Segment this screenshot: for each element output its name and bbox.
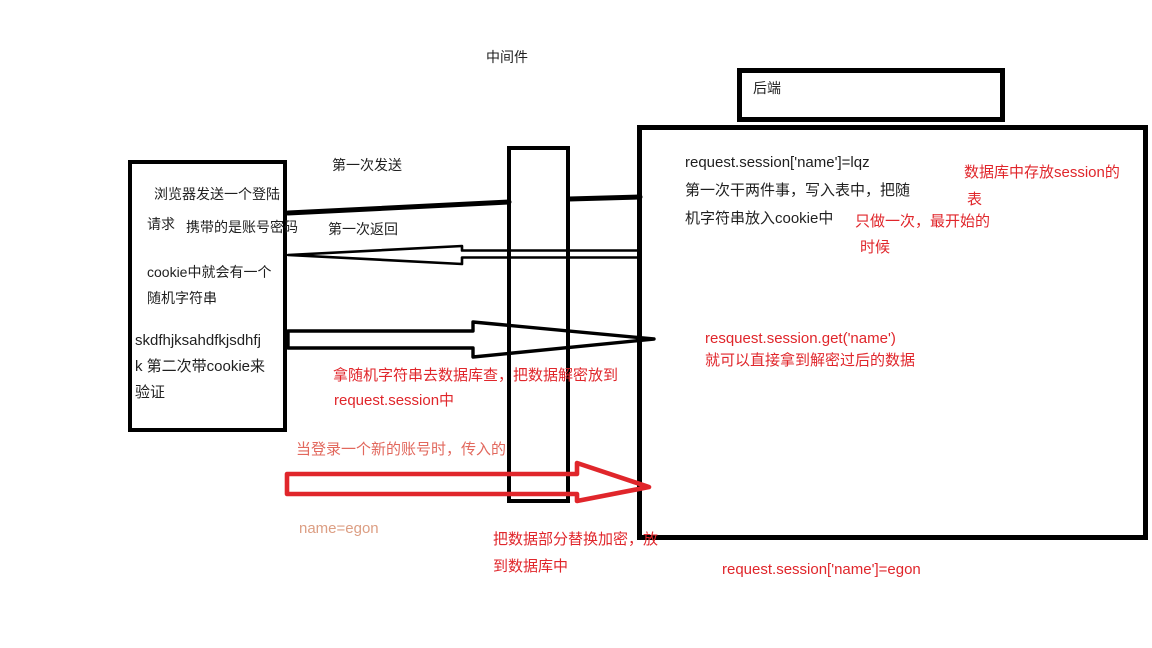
note-encrypt-line2: 到数据库中 <box>493 558 569 575</box>
browser-text-line8: 验证 <box>135 384 166 401</box>
note-decrypt-line1: 拿随机字符串去数据库查，把数据解密放到 <box>333 367 619 384</box>
browser-text-line3: 携带的是账号密码 <box>186 219 298 235</box>
note-session-table-line2: 表 <box>967 191 983 208</box>
backend-text-line3: 机字符串放入cookie中 <box>685 210 834 227</box>
first-return-arrow <box>286 244 642 266</box>
backend-text-line2: 第一次干两件事，写入表中，把随 <box>685 182 911 199</box>
browser-text-line4: cookie中就会有一个 <box>147 264 272 280</box>
first-send-arrow-right-segment <box>566 194 643 202</box>
browser-text-line5: 随机字符串 <box>147 290 217 306</box>
note-session-egon: request.session['name']=egon <box>722 561 921 578</box>
first-send-arrow-left-segment <box>285 199 512 216</box>
note-encrypt-line1: 把数据部分替换加密，放 <box>493 531 659 548</box>
note-new-login: 当登录一个新的账号时，传入的 <box>296 441 507 458</box>
note-only-once-line2: 时候 <box>860 239 891 256</box>
note-decrypt-line2: request.session中 <box>334 392 455 409</box>
backend-code-lqz: request.session['name']=lqz <box>685 154 870 171</box>
note-only-once-line1: 只做一次，最开始的 <box>855 213 991 230</box>
second-request-arrow <box>286 320 656 359</box>
browser-text-line2: 请求 <box>147 216 175 232</box>
browser-box <box>128 160 287 432</box>
note-session-get-line2: 就可以直接拿到解密过后的数据 <box>705 352 916 369</box>
first-send-label: 第一次发送 <box>332 157 402 173</box>
browser-text-line7: k 第二次带cookie来 <box>135 358 266 375</box>
browser-text-line6: skdfhjksahdfkjsdhfj <box>135 332 261 349</box>
note-session-get-line1: resquest.session.get('name') <box>705 330 896 347</box>
backend-box <box>637 125 1148 540</box>
backend-label: 后端 <box>753 80 781 96</box>
note-name-egon: name=egon <box>299 520 379 537</box>
new-login-red-arrow <box>284 460 652 504</box>
note-session-table-line1: 数据库中存放session的 <box>964 164 1120 181</box>
first-return-label: 第一次返回 <box>328 221 398 237</box>
diagram-title: 中间件 <box>486 49 528 65</box>
backend-label-box <box>737 68 1005 122</box>
browser-text-line1: 浏览器发送一个登陆 <box>154 186 280 202</box>
